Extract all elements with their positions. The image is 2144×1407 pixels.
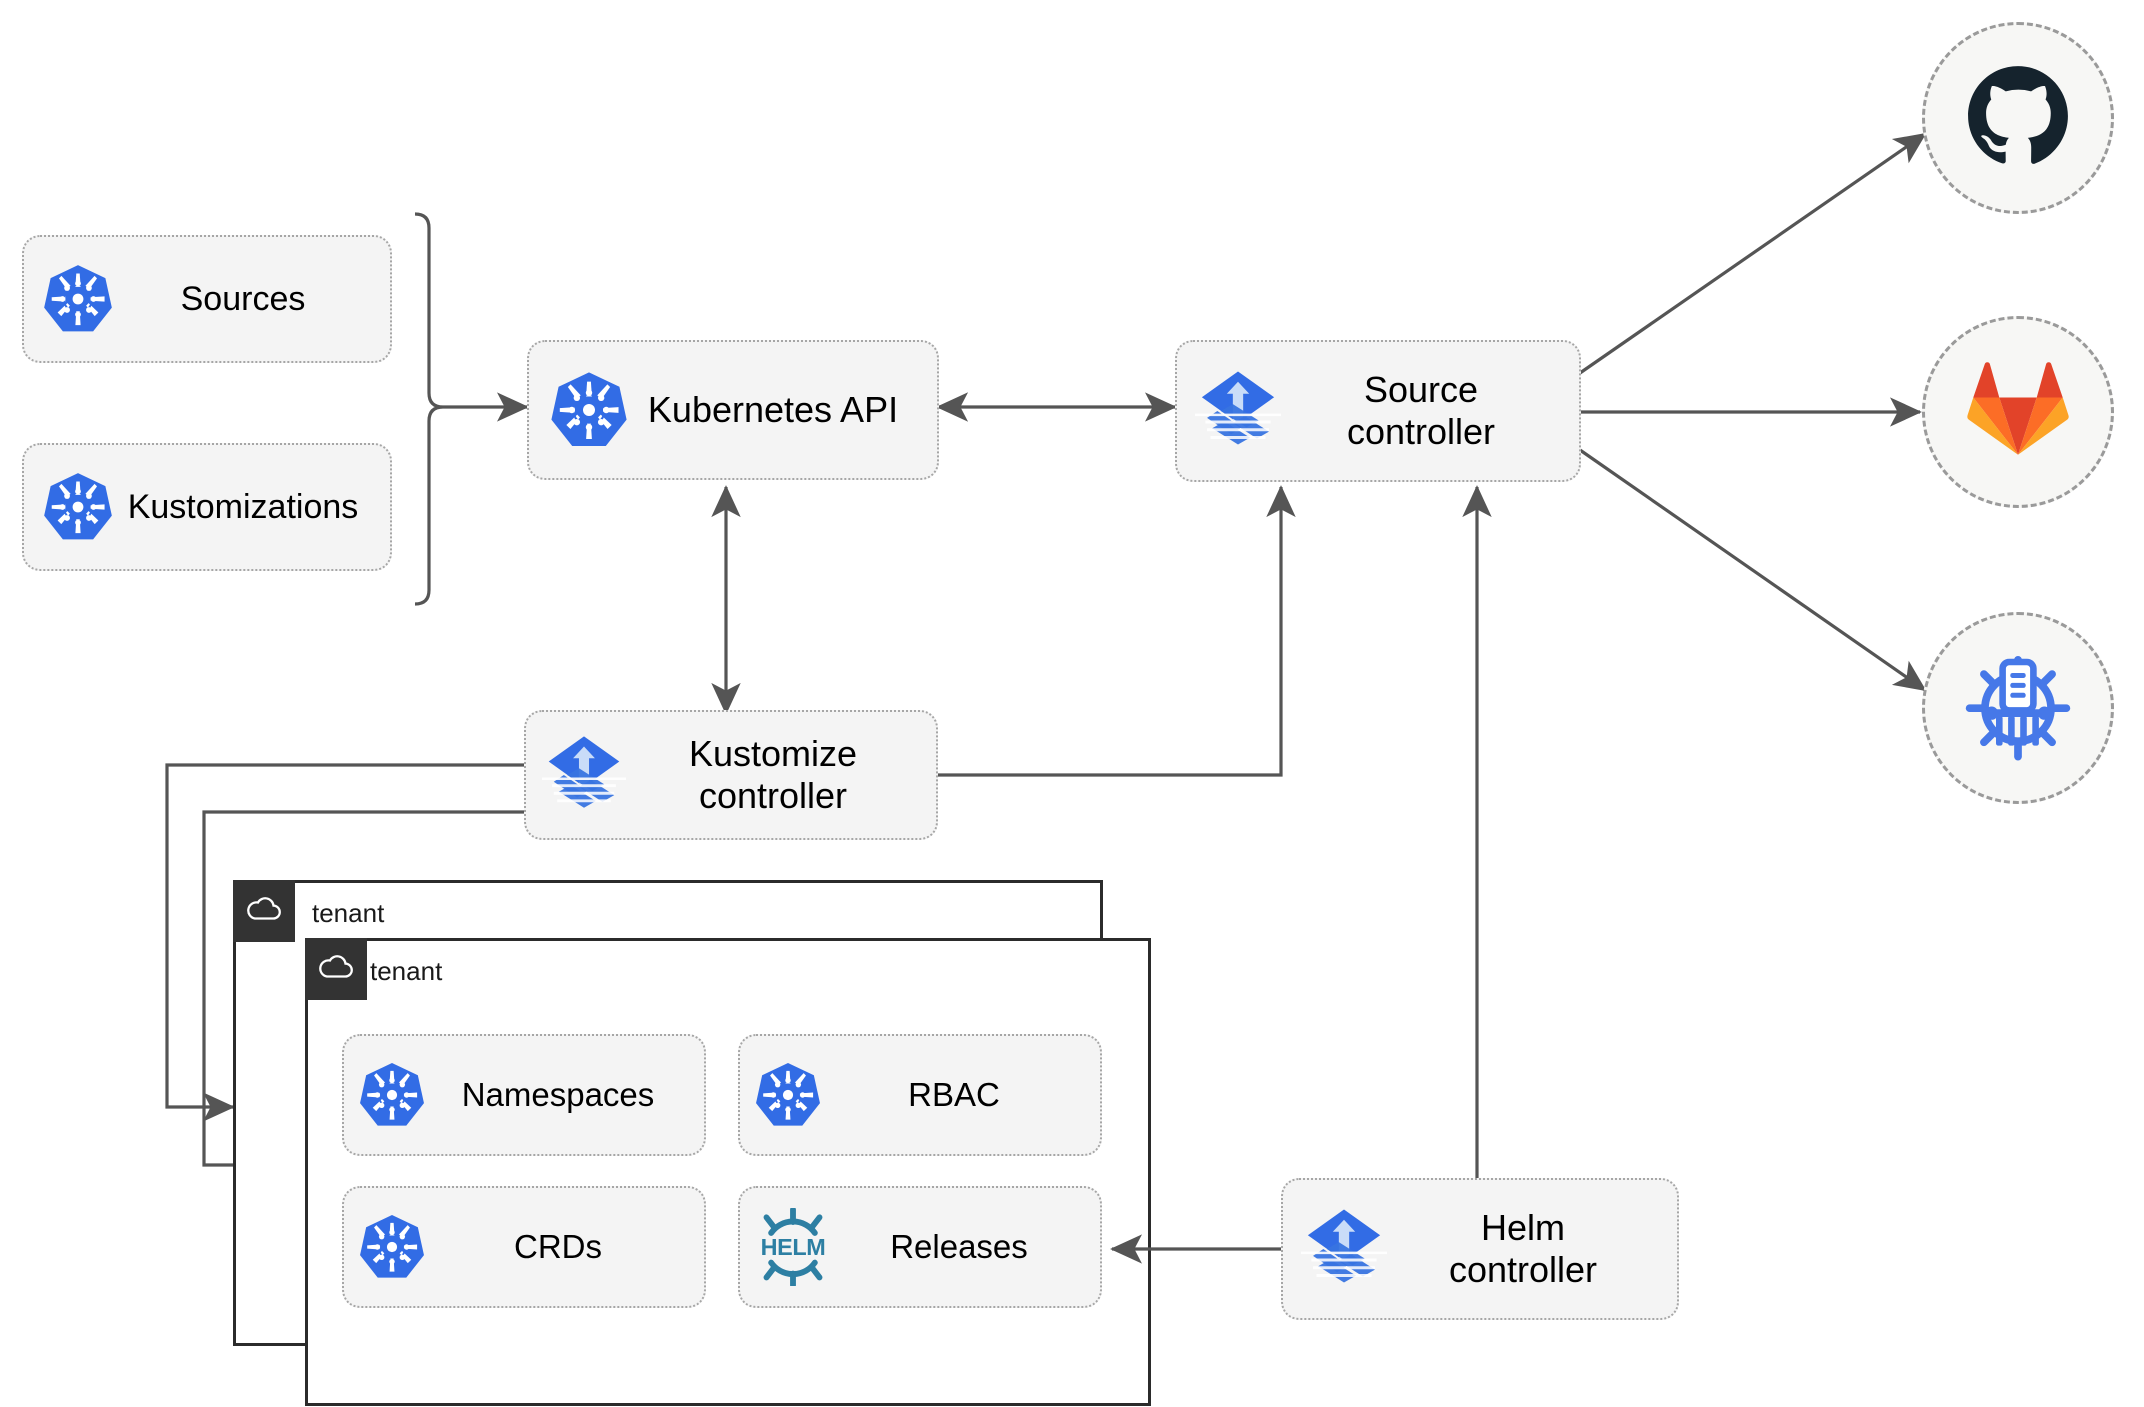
tenant-back-label: tenant bbox=[312, 898, 385, 928]
kubernetes-icon bbox=[358, 1213, 426, 1281]
tenant-front-label: tenant bbox=[370, 956, 443, 986]
node-kustomize-controller[interactable]: Kustomize controller bbox=[524, 710, 938, 840]
bucket-helm-icon bbox=[1963, 651, 2073, 766]
node-kubernetes-api[interactable]: Kubernetes API bbox=[527, 340, 939, 480]
node-github[interactable] bbox=[1922, 22, 2114, 214]
cloud-icon bbox=[245, 896, 283, 927]
gitlab-icon bbox=[1966, 358, 2070, 467]
tenant-back-tab bbox=[233, 880, 295, 942]
cloud-icon bbox=[317, 954, 355, 985]
flux-icon bbox=[1301, 1206, 1387, 1292]
flux-icon bbox=[542, 733, 626, 817]
github-icon bbox=[1966, 64, 2070, 173]
kubernetes-icon bbox=[358, 1061, 426, 1129]
node-kustomizations-label: Kustomizations bbox=[127, 487, 359, 526]
tenant-front-container[interactable] bbox=[305, 938, 1151, 1406]
edge-source-to-github bbox=[1579, 132, 1927, 375]
node-releases-label: Releases bbox=[890, 1227, 1028, 1265]
node-kustomize-controller-label: Kustomize controller bbox=[688, 732, 858, 816]
kubernetes-icon bbox=[754, 1061, 822, 1129]
edge-resources-bracket bbox=[414, 212, 444, 606]
node-releases[interactable]: Releases bbox=[738, 1186, 1102, 1308]
node-bucket[interactable] bbox=[1922, 612, 2114, 804]
kubernetes-icon bbox=[549, 370, 629, 450]
node-helm-controller[interactable]: Helm controller bbox=[1281, 1178, 1679, 1320]
node-sources[interactable]: Sources bbox=[22, 235, 392, 363]
helm-icon bbox=[754, 1208, 832, 1286]
edge-source-to-bucket bbox=[1579, 448, 1927, 692]
tenant-front-tab bbox=[305, 938, 367, 1000]
node-rbac[interactable]: RBAC bbox=[738, 1034, 1102, 1156]
edge-kustomize-to-source bbox=[938, 485, 1296, 777]
node-helm-controller-label: Helm controller bbox=[1448, 1206, 1598, 1290]
node-source-controller[interactable]: Source controller bbox=[1175, 340, 1581, 482]
node-namespaces[interactable]: Namespaces bbox=[342, 1034, 706, 1156]
node-sources-label: Sources bbox=[180, 279, 306, 318]
kubernetes-icon bbox=[42, 471, 114, 543]
node-gitlab[interactable] bbox=[1922, 316, 2114, 508]
node-rbac-label: RBAC bbox=[908, 1075, 1000, 1113]
node-crds[interactable]: CRDs bbox=[342, 1186, 706, 1308]
node-kubernetes-api-label: Kubernetes API bbox=[647, 388, 899, 430]
flux-icon bbox=[1195, 368, 1281, 454]
node-crds-label: CRDs bbox=[514, 1227, 602, 1265]
node-source-controller-label: Source controller bbox=[1346, 368, 1496, 452]
node-namespaces-label: Namespaces bbox=[461, 1075, 655, 1113]
node-kustomizations[interactable]: Kustomizations bbox=[22, 443, 392, 571]
kubernetes-icon bbox=[42, 263, 114, 335]
